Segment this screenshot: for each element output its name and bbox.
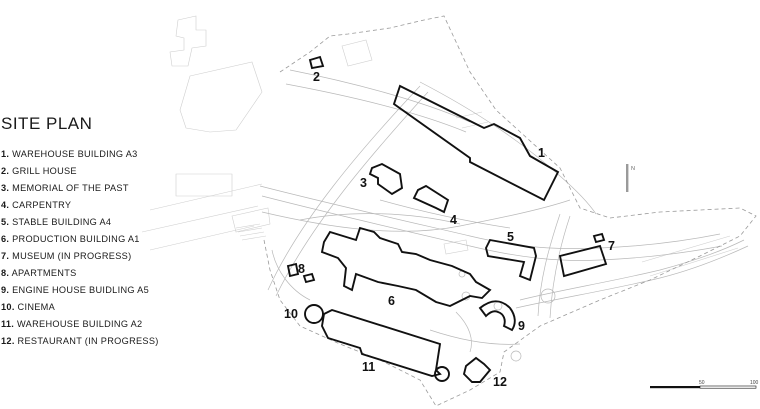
map-label-11: 11 bbox=[362, 360, 375, 374]
building-2-grill-house bbox=[308, 55, 325, 70]
legend-item: 11. WAREHOUSE BUILDING A2 bbox=[1, 316, 159, 333]
legend-list: 1. WAREHOUSE BUILDING A3 2. GRILL HOUSE … bbox=[1, 146, 159, 350]
legend-item: 6. PRODUCTION BUILDING A1 bbox=[1, 231, 159, 248]
legend-item-label: APARTMENTS bbox=[11, 268, 77, 278]
legend-item-number: 1. bbox=[1, 149, 10, 159]
building-1-warehouse-a3 bbox=[392, 84, 560, 202]
site-boundary bbox=[263, 15, 757, 407]
legend-title: SITE PLAN bbox=[1, 114, 93, 133]
building-7-museum bbox=[558, 244, 608, 278]
legend-item-label: MUSEUM (IN PROGRESS) bbox=[12, 251, 132, 261]
legend-item-label: WAREHOUSE BUILDING A2 bbox=[17, 319, 143, 329]
map-label-5: 5 bbox=[507, 230, 514, 244]
building-7-museum-annex bbox=[592, 232, 606, 244]
map-label-8: 8 bbox=[298, 262, 305, 276]
legend-item: 4. CARPENTRY bbox=[1, 197, 159, 214]
north-label: N bbox=[631, 166, 635, 172]
legend-item-number: 6. bbox=[1, 234, 10, 244]
legend-item-label: RESTAURANT (IN PROGRESS) bbox=[17, 336, 159, 346]
map-label-2: 2 bbox=[313, 70, 320, 84]
legend-item: 10. CINEMA bbox=[1, 299, 159, 316]
legend-item-number: 2. bbox=[1, 166, 10, 176]
legend-item: 9. ENGINE HOUSE BUIDLING A5 bbox=[1, 282, 159, 299]
building-12-restaurant bbox=[462, 356, 492, 383]
building-3-memorial bbox=[368, 162, 404, 196]
legend-item-number: 9. bbox=[1, 285, 10, 295]
legend-item-number: 7. bbox=[1, 251, 10, 261]
legend-item-label: WAREHOUSE BUILDING A3 bbox=[12, 149, 138, 159]
map-label-6: 6 bbox=[388, 294, 395, 308]
legend-item-number: 5. bbox=[1, 217, 10, 227]
map-label-10: 10 bbox=[284, 307, 298, 321]
building-6-production-a1 bbox=[320, 226, 492, 308]
legend-item-number: 11. bbox=[1, 319, 15, 329]
legend-item-label: PRODUCTION BUILDING A1 bbox=[12, 234, 140, 244]
scale-label-100: 100 bbox=[750, 380, 759, 386]
building-10-cinema bbox=[304, 304, 324, 324]
map-label-12: 12 bbox=[493, 375, 507, 389]
legend-item-label: MEMORIAL OF THE PAST bbox=[12, 183, 129, 193]
legend-item-label: ENGINE HOUSE BUIDLING A5 bbox=[12, 285, 150, 295]
scale-label-50: 50 bbox=[699, 380, 705, 386]
legend-item-number: 4. bbox=[1, 200, 10, 210]
legend-item: 2. GRILL HOUSE bbox=[1, 163, 159, 180]
legend-item-number: 10. bbox=[1, 302, 15, 312]
legend-item-number: 3. bbox=[1, 183, 10, 193]
legend-item-label: GRILL HOUSE bbox=[12, 166, 77, 176]
building-11-warehouse-a2 bbox=[321, 308, 442, 377]
north-arrow: N bbox=[626, 164, 635, 192]
map-label-4: 4 bbox=[450, 213, 457, 227]
building-4-carpentry bbox=[412, 184, 450, 214]
building-11-silo bbox=[434, 366, 450, 382]
site-plan-legend: SITE PLAN 1. WAREHOUSE BUILDING A3 2. GR… bbox=[1, 114, 159, 350]
legend-item-number: 12. bbox=[1, 336, 15, 346]
legend-item-label: CINEMA bbox=[17, 302, 56, 312]
building-8-apartments-a bbox=[286, 262, 300, 278]
buildings bbox=[286, 55, 608, 383]
building-9-engine-house bbox=[478, 300, 516, 332]
legend-item: 7. MUSEUM (IN PROGRESS) bbox=[1, 248, 159, 265]
map-label-7: 7 bbox=[608, 239, 615, 253]
context-lines bbox=[141, 15, 739, 277]
legend-item: 3. MEMORIAL OF THE PAST bbox=[1, 180, 159, 197]
legend-item-number: 8. bbox=[1, 268, 10, 278]
roads bbox=[259, 69, 749, 362]
building-number-labels: 1 2 3 4 5 6 7 8 9 10 11 12 bbox=[284, 70, 615, 389]
building-5-stable-a4 bbox=[484, 238, 537, 282]
legend-item: 5. STABLE BUILDING A4 bbox=[1, 214, 159, 231]
scale-bar: 50 100 bbox=[650, 380, 759, 389]
map-label-1: 1 bbox=[538, 146, 545, 160]
legend-item-label: CARPENTRY bbox=[12, 200, 72, 210]
legend-item-label: STABLE BUILDING A4 bbox=[12, 217, 112, 227]
legend-item: 12. RESTAURANT (IN PROGRESS) bbox=[1, 333, 159, 350]
map-label-9: 9 bbox=[518, 319, 525, 333]
legend-item: 1. WAREHOUSE BUILDING A3 bbox=[1, 146, 159, 163]
building-8-apartments-b bbox=[302, 272, 316, 284]
map-label-3: 3 bbox=[360, 176, 367, 190]
legend-item: 8. APARTMENTS bbox=[1, 265, 159, 282]
